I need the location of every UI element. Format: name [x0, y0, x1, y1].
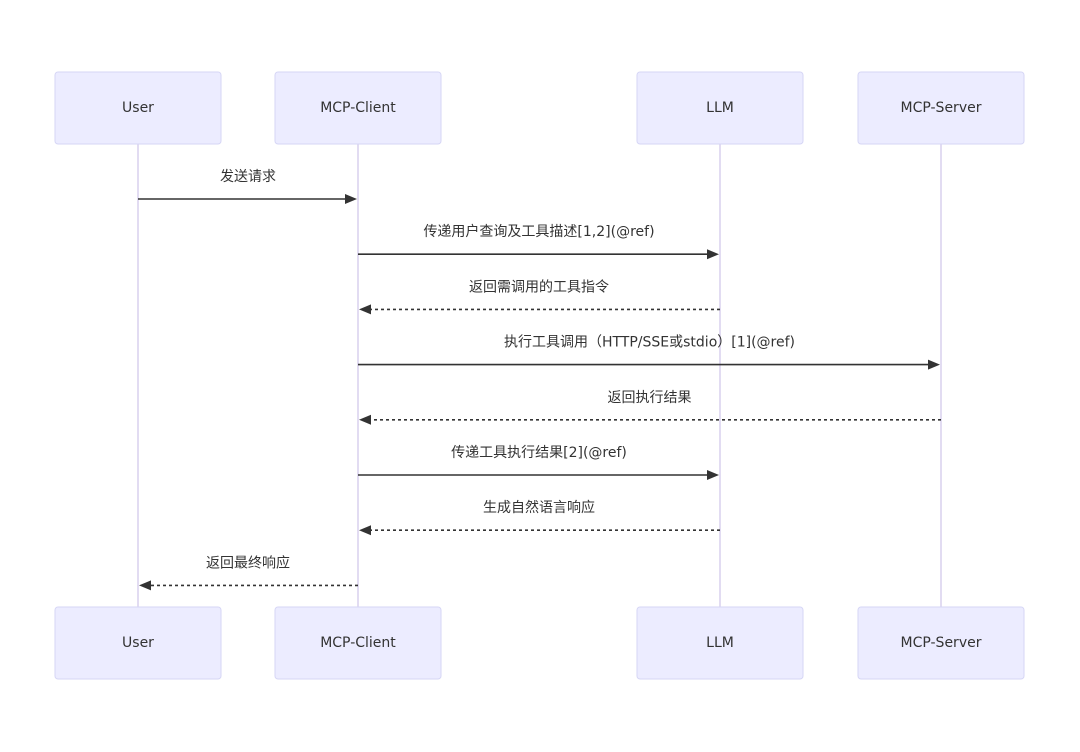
message-label: 传递用户查询及工具描述[1,2](@ref)	[423, 223, 654, 240]
actor-box	[857, 606, 1025, 680]
message-label: 发送请求	[220, 169, 276, 185]
message-1: 发送请求	[138, 169, 357, 204]
actor-box	[54, 71, 222, 145]
actor-label: MCP-Client	[320, 635, 396, 651]
arrowhead	[359, 304, 371, 315]
arrowhead	[928, 359, 940, 370]
actor-label: User	[122, 635, 154, 651]
actor-label: MCP-Server	[901, 635, 982, 651]
arrowhead	[139, 580, 151, 591]
actor-box	[274, 606, 442, 680]
lifelines	[137, 144, 942, 607]
arrowhead	[345, 194, 357, 204]
actor-label: User	[122, 100, 154, 116]
message-label: 返回执行结果	[608, 390, 692, 406]
actor-llm-top: LLM	[636, 71, 804, 145]
message-7: 生成自然语言响应	[359, 499, 720, 536]
actor-label: MCP-Client	[320, 100, 396, 116]
arrowhead	[707, 470, 719, 480]
message-label: 执行工具调用（HTTP/SSE或stdio）[1](@ref)	[504, 335, 795, 351]
actor-user-top: User	[54, 71, 222, 145]
arrowhead	[707, 249, 719, 260]
message-4: 执行工具调用（HTTP/SSE或stdio）[1](@ref)	[358, 335, 940, 370]
actor-box	[857, 71, 1025, 145]
message-8: 返回最终响应	[139, 554, 358, 591]
actor-label: LLM	[706, 635, 734, 651]
actor-box	[54, 606, 222, 680]
message-5: 返回执行结果	[359, 390, 941, 425]
actors-top: User MCP-Client LLM MCP-Server	[54, 71, 1025, 145]
actor-server-bottom: MCP-Server	[857, 606, 1025, 680]
actor-box	[274, 71, 442, 145]
actor-box	[636, 71, 804, 145]
message-label: 返回需调用的工具指令	[469, 279, 609, 295]
message-label: 传递工具执行结果[2](@ref)	[451, 445, 627, 461]
actor-label: MCP-Server	[901, 100, 982, 116]
message-3: 返回需调用的工具指令	[359, 279, 720, 315]
message-label: 生成自然语言响应	[483, 499, 595, 516]
actor-box	[636, 606, 804, 680]
actor-server-top: MCP-Server	[857, 71, 1025, 145]
actor-label: LLM	[706, 100, 734, 116]
actor-llm-bottom: LLM	[636, 606, 804, 680]
actors-bottom: User MCP-Client LLM MCP-Server	[54, 606, 1025, 680]
message-2: 传递用户查询及工具描述[1,2](@ref)	[358, 223, 719, 260]
actor-client-top: MCP-Client	[274, 71, 442, 145]
actor-user-bottom: User	[54, 606, 222, 680]
actor-client-bottom: MCP-Client	[274, 606, 442, 680]
arrowhead	[359, 414, 371, 425]
arrowhead	[359, 525, 371, 536]
message-6: 传递工具执行结果[2](@ref)	[358, 445, 719, 480]
message-label: 返回最终响应	[206, 554, 290, 571]
